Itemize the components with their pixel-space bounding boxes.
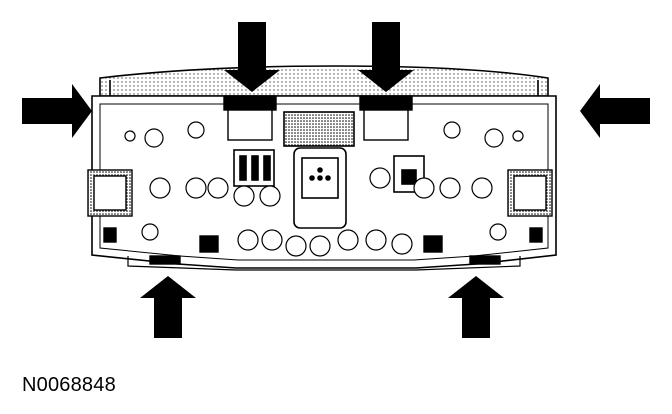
arrow-right xyxy=(580,84,650,138)
mounting-holes xyxy=(124,121,524,257)
side-brackets xyxy=(87,169,553,243)
figure-code: N0068848 xyxy=(22,374,116,396)
arrow-top-right xyxy=(358,22,414,92)
arrow-top-left xyxy=(224,22,280,92)
center-connector xyxy=(233,111,425,229)
bottom-clips xyxy=(149,235,501,265)
arrow-bottom-left xyxy=(140,276,196,338)
top-clips xyxy=(223,95,413,141)
arrow-bottom-right xyxy=(448,276,504,338)
arrow-left xyxy=(22,84,92,138)
